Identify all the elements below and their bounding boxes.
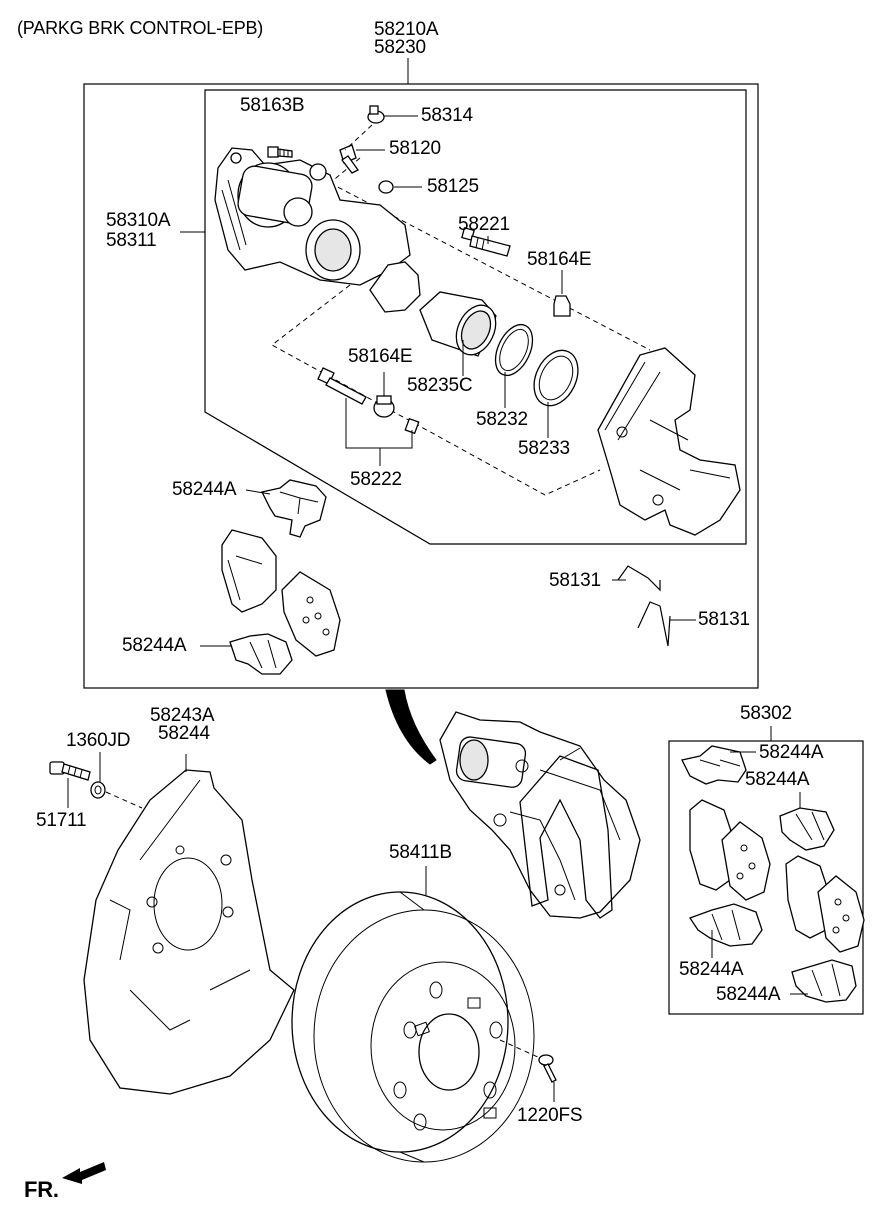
caliper-subassembly-outline <box>204 89 747 545</box>
kit-pad-1 <box>689 799 771 901</box>
callout-58210a: 58210A <box>374 19 439 40</box>
callout-58125: 58125 <box>427 176 479 197</box>
callout-58221: 58221 <box>458 214 510 235</box>
fr-label: FR. <box>24 1177 59 1202</box>
callout-kit-58244a-4: 58244A <box>716 984 781 1005</box>
callout-58230: 58230 <box>374 37 426 58</box>
callout-kit-58244a-2: 58244A <box>745 769 810 790</box>
boot-58164e-right <box>553 295 571 317</box>
bolt-51711 <box>49 761 91 781</box>
kit-clip-2 <box>779 807 835 851</box>
boot-58164e-left <box>373 395 395 418</box>
callout-58302: 58302 <box>740 703 792 724</box>
callout-58232: 58232 <box>476 409 528 430</box>
callout-kit-58244a-3: 58244A <box>679 959 744 980</box>
callout-1220fs: 1220FS <box>517 1105 583 1126</box>
guide-pin-58221 <box>461 227 511 257</box>
callout-58244: 58244 <box>158 723 210 744</box>
guide-pin-58222 <box>317 367 420 435</box>
kit-pad-2 <box>785 855 865 953</box>
callout-58222: 58222 <box>350 469 402 490</box>
callout-51711: 51711 <box>36 810 87 831</box>
seal-58232 <box>494 323 534 377</box>
caliper-assembly-box <box>83 83 759 689</box>
cap-58314 <box>367 105 385 124</box>
boot-58233 <box>533 349 579 407</box>
callout-58311: 58311 <box>106 230 157 251</box>
dust-shield <box>83 769 295 1095</box>
callout-58233: 58233 <box>518 438 570 459</box>
callout-58235c: 58235C <box>407 375 473 396</box>
brake-pad-inner <box>221 529 277 613</box>
callout-58164e-left: 58164E <box>348 346 413 367</box>
kit-clip-3 <box>689 903 763 947</box>
washer-1360jd <box>90 781 106 799</box>
piston-58235c <box>419 291 497 357</box>
bleeder-58120 <box>339 144 359 174</box>
callout-1360jd: 1360JD <box>66 730 131 751</box>
callout-58411b: 58411B <box>389 842 452 863</box>
callout-58314: 58314 <box>421 105 473 126</box>
pad-kit-box <box>668 740 864 1015</box>
callout-58310a: 58310A <box>106 210 171 231</box>
clip-58244a-upper <box>261 479 327 538</box>
callout-kit-58244a-1: 58244A <box>759 742 824 763</box>
callout-58164e-right: 58164E <box>527 249 592 270</box>
caliper-bracket <box>597 347 741 536</box>
brake-pad-outer <box>281 571 341 657</box>
cap-58125 <box>378 180 394 194</box>
curved-direction-arrow-icon <box>385 689 437 765</box>
spring-58131-lower <box>637 601 671 647</box>
assembled-caliper <box>439 711 641 919</box>
kit-clip-4 <box>791 959 857 1003</box>
brake-disc <box>291 891 535 1163</box>
callout-58244a-upper: 58244A <box>172 479 237 500</box>
fr-arrow-icon <box>62 1162 106 1184</box>
callout-58244a-lower: 58244A <box>122 635 187 656</box>
bolt-58163b <box>267 146 293 158</box>
spring-58131-upper <box>617 565 661 592</box>
callout-58131-lower: 58131 <box>698 609 750 630</box>
kit-clip-1 <box>681 745 747 785</box>
screw-1220fs <box>538 1054 557 1083</box>
callout-58163b: 58163B <box>240 95 305 116</box>
callout-58243a: 58243A <box>150 705 215 726</box>
callout-58131-upper: 58131 <box>549 570 601 591</box>
clip-58244a-lower <box>229 633 293 675</box>
diagram-title: (PARKG BRK CONTROL-EPB) <box>17 18 264 38</box>
callout-58120: 58120 <box>389 138 441 159</box>
caliper-housing <box>214 147 421 313</box>
